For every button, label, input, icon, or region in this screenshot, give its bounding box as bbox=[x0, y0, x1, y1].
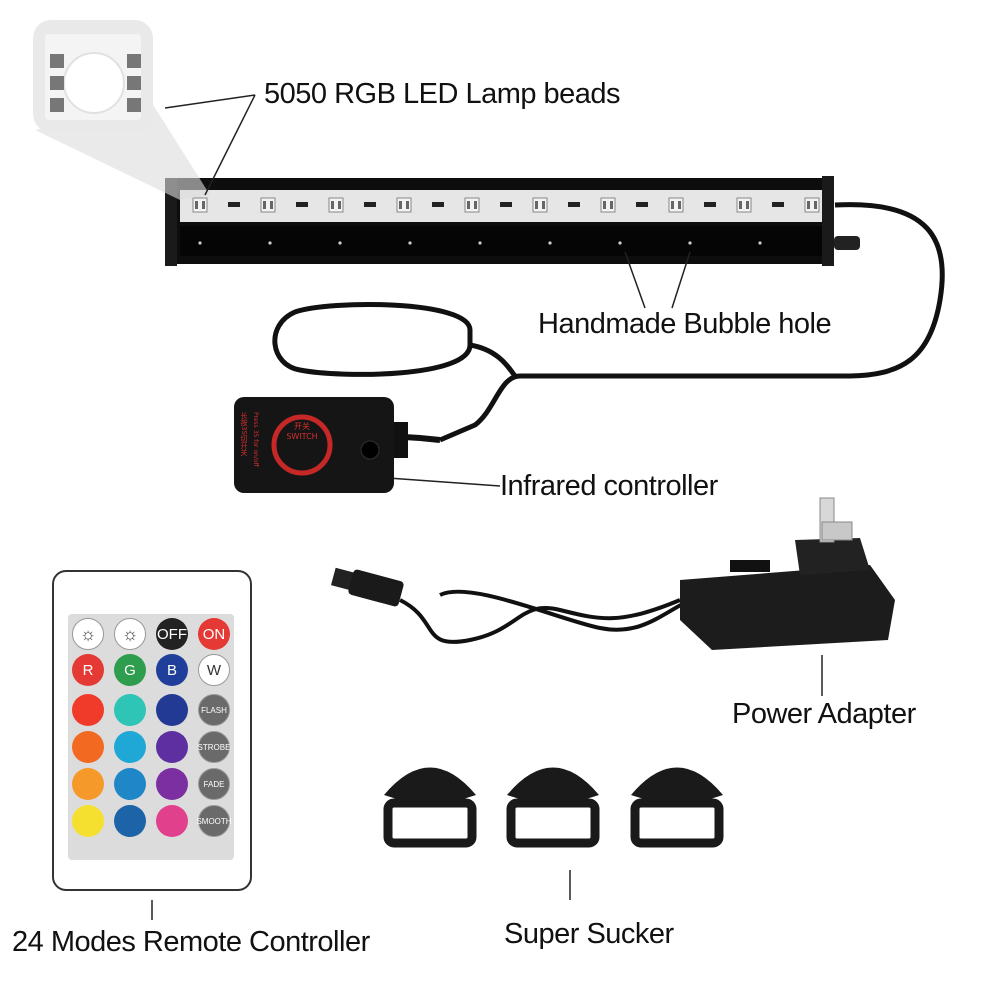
controller-text-line: 长按3S切开关 bbox=[240, 412, 248, 456]
bubble-hole bbox=[758, 241, 762, 245]
color-key[interactable] bbox=[72, 805, 104, 837]
color-key[interactable] bbox=[156, 768, 188, 800]
color-key[interactable] bbox=[114, 768, 146, 800]
led-resistor bbox=[772, 202, 784, 207]
lamp-bead-magnifier bbox=[33, 20, 210, 200]
color-key[interactable] bbox=[114, 805, 146, 837]
sucker bbox=[383, 767, 477, 848]
color-key[interactable] bbox=[72, 768, 104, 800]
color-key[interactable] bbox=[114, 731, 146, 763]
key-off[interactable]: OFF bbox=[156, 618, 188, 650]
key-flash[interactable]: FLASH bbox=[198, 694, 230, 726]
brightness-down-icon[interactable]: ☼ bbox=[114, 618, 146, 650]
controller-text-switch: SWITCH bbox=[286, 432, 318, 441]
bubble-hole bbox=[338, 241, 342, 245]
color-key[interactable] bbox=[156, 805, 188, 837]
key-w[interactable]: W bbox=[198, 654, 230, 686]
key-strobe[interactable]: STROBE bbox=[198, 731, 230, 763]
label-remote-controller: 24 Modes Remote Controller bbox=[12, 926, 370, 958]
power-cable bbox=[439, 202, 945, 443]
bubble-hole bbox=[548, 241, 552, 245]
led-resistor bbox=[364, 202, 376, 207]
label-infrared-controller: Infrared controller bbox=[500, 470, 718, 502]
label-power-adapter: Power Adapter bbox=[732, 698, 916, 730]
bubble-hole bbox=[478, 241, 482, 245]
controller-box-print: 开关 SWITCH bbox=[262, 422, 342, 472]
sucker-clip bbox=[383, 798, 477, 848]
cable-loop bbox=[272, 302, 473, 377]
key-smooth[interactable]: SMOOTH bbox=[196, 805, 232, 837]
key-on[interactable]: ON bbox=[198, 618, 230, 650]
bubble-hole bbox=[198, 241, 202, 245]
sucker bbox=[506, 767, 600, 848]
sucker-cup bbox=[507, 767, 599, 800]
controller-text-press: Press 3S for on/off bbox=[252, 412, 259, 467]
led-resistor bbox=[500, 202, 512, 207]
led-resistor bbox=[432, 202, 444, 207]
key-g[interactable]: G bbox=[114, 654, 146, 686]
power-adapter bbox=[331, 497, 895, 650]
led-resistor bbox=[568, 202, 580, 207]
key-b[interactable]: B bbox=[156, 654, 188, 686]
controller-text-cn: 开关 bbox=[294, 422, 310, 431]
super-sucker-group bbox=[383, 767, 724, 848]
label-super-sucker: Super Sucker bbox=[504, 918, 674, 950]
led-light-bar bbox=[165, 176, 860, 266]
sucker-clip bbox=[506, 798, 600, 848]
led-resistor bbox=[636, 202, 648, 207]
color-key[interactable] bbox=[72, 694, 104, 726]
label-lamp-beads: 5050 RGB LED Lamp beads bbox=[264, 78, 621, 110]
color-key[interactable] bbox=[72, 731, 104, 763]
led-resistor bbox=[296, 202, 308, 207]
sucker-cup bbox=[384, 767, 476, 800]
key-r[interactable]: R bbox=[72, 654, 104, 686]
key-fade[interactable]: FADE bbox=[198, 768, 230, 800]
led-bead-row bbox=[192, 197, 820, 213]
led-resistor bbox=[704, 202, 716, 207]
infrared-controller-box bbox=[234, 397, 441, 493]
color-key[interactable] bbox=[114, 694, 146, 726]
sucker-cup bbox=[631, 767, 723, 800]
sucker bbox=[630, 767, 724, 848]
bubble-hole-row bbox=[198, 241, 762, 245]
leader-lines bbox=[151, 94, 823, 920]
color-key[interactable] bbox=[156, 731, 188, 763]
bubble-hole bbox=[688, 241, 692, 245]
bubble-hole bbox=[618, 241, 622, 245]
bubble-hole bbox=[408, 241, 412, 245]
label-bubble-hole: Handmade Bubble hole bbox=[538, 308, 832, 340]
color-key[interactable] bbox=[156, 694, 188, 726]
bubble-hole bbox=[268, 241, 272, 245]
brightness-up-icon[interactable]: ☼ bbox=[72, 618, 104, 650]
sucker-clip bbox=[630, 798, 724, 848]
led-resistor bbox=[228, 202, 240, 207]
